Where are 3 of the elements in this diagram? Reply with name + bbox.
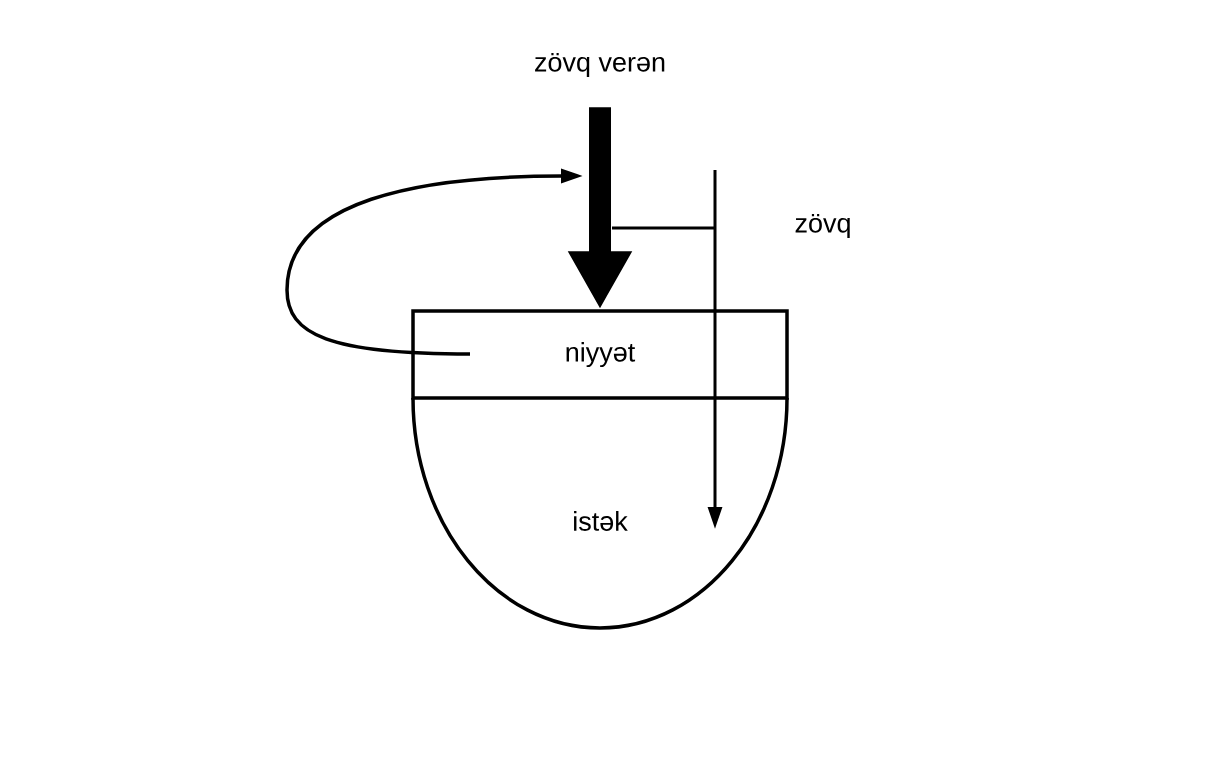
niyyat-box: niyyət: [411, 309, 789, 400]
edge-label: zövq: [792, 211, 854, 241]
source-label: zövq verən: [535, 52, 665, 78]
